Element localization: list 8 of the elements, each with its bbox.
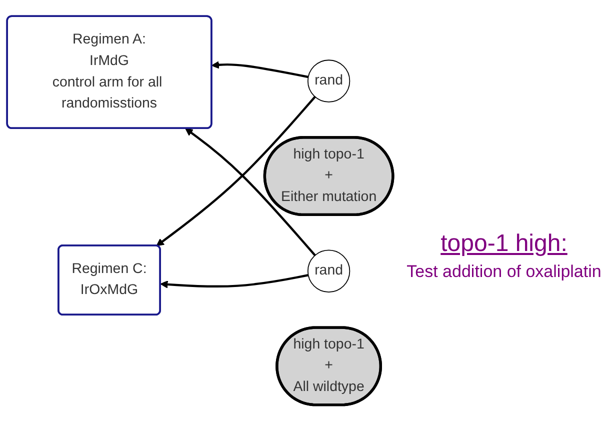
arrow — [185, 128, 316, 256]
arrow — [160, 274, 309, 288]
note-heading: topo-1 high: — [440, 230, 568, 258]
arrow — [212, 61, 309, 78]
node-circle: rand — [307, 60, 350, 102]
note-text: Test addition of oxaliplatin — [406, 262, 602, 282]
arrow — [156, 96, 316, 246]
node-circle: rand — [307, 250, 350, 292]
